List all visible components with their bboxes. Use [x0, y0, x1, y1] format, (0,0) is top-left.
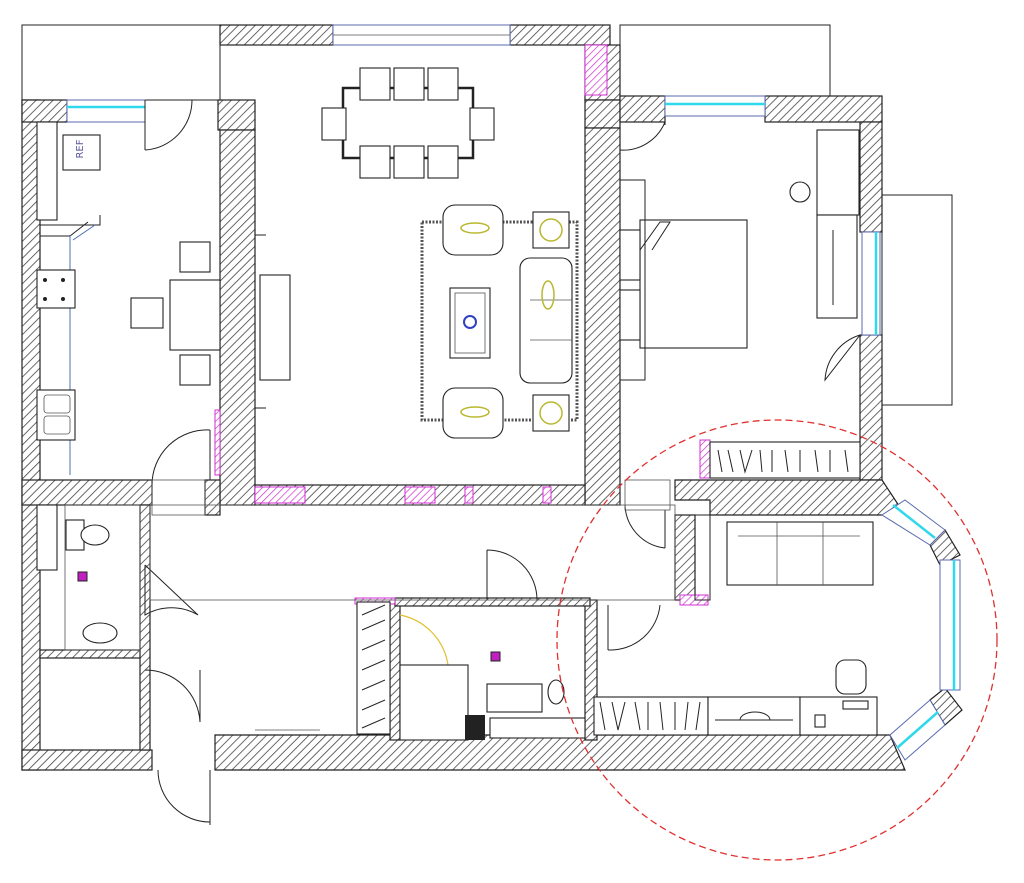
wall-bottom: [214, 734, 906, 771]
refrigerator: [62, 134, 101, 171]
doors: [144, 99, 861, 825]
walls: [21, 24, 963, 771]
drain: [77, 571, 88, 582]
side-table-bottom: [532, 394, 570, 432]
wardrobe: [709, 441, 861, 479]
wall-living-bedroom: [584, 127, 621, 506]
door-kitchen: [151, 429, 211, 486]
highlight-circle: [556, 419, 998, 861]
coffee-table: [449, 287, 491, 359]
hall: [149, 504, 676, 731]
window-bedroom: [664, 95, 766, 117]
door-kitchen-entry: [144, 99, 193, 151]
side-table-top: [532, 211, 570, 249]
refrigerator-label: REF: [75, 139, 86, 158]
desk-bay: [799, 696, 878, 736]
bathroom-center: [356, 601, 586, 741]
bedroom: [619, 129, 861, 479]
shelving-bay: [593, 696, 709, 736]
wall-top-living-left: [219, 24, 334, 46]
desk: [816, 214, 858, 319]
partition: [584, 44, 608, 96]
living-room: [255, 67, 579, 439]
stove: [36, 269, 76, 309]
dining-table-kitchen: [169, 279, 221, 351]
dresser: [816, 129, 860, 216]
bay-room: [593, 514, 878, 736]
bathtub: [399, 664, 469, 741]
wall-kitchen-living: [219, 129, 256, 506]
wall-top-living-right: [509, 24, 611, 46]
window-living: [332, 24, 511, 46]
sofa-bay: [726, 521, 874, 586]
window-kitchen: [66, 99, 146, 123]
desk-chair: [835, 659, 867, 695]
bathroom-upper: [36, 504, 141, 651]
window-bedroom-side: [861, 231, 881, 336]
windows: [66, 24, 961, 761]
shelving: [356, 601, 391, 735]
tv-console: [707, 696, 801, 736]
tv-unit: [259, 274, 291, 381]
kitchen: REF: [36, 121, 221, 475]
flower-icon: [463, 315, 477, 329]
window-bay: [881, 499, 961, 761]
bed: [639, 219, 748, 349]
armchair-top: [442, 204, 504, 256]
door-living-bay: [624, 504, 666, 549]
balcony: [881, 194, 953, 406]
sofa: [519, 257, 573, 384]
kitchen-sink: [36, 389, 76, 441]
stove-burners: [43, 278, 65, 301]
bath-toilet: [547, 679, 565, 705]
armchair-bottom: [442, 387, 504, 439]
washbasin: [82, 622, 118, 644]
